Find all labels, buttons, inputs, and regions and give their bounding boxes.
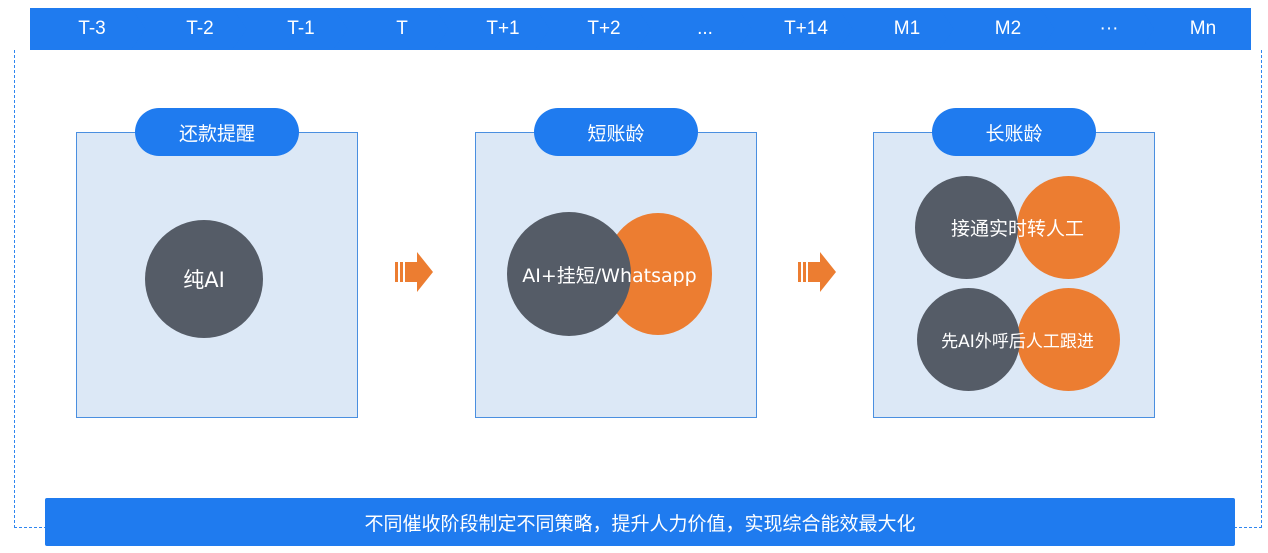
timeline-step-m2: M2 xyxy=(939,8,1063,50)
timeline-step-ellipsis-1: ... xyxy=(636,8,760,50)
circle-label-ai-then-human: 先AI外呼后人工跟进 xyxy=(941,332,1094,352)
timeline-step-t-minus-2: T-2 xyxy=(131,8,255,50)
stage-title-reminder: 还款提醒 xyxy=(135,108,299,156)
circle-connect-live xyxy=(915,176,1018,279)
circle-human-followup xyxy=(1017,288,1120,391)
circle-label-connect-transfer: 接通实时转人工 xyxy=(950,218,1084,240)
timeline: T-3 T-2 T-1 T T+1 T+2 ... T+14 M1 M2 ···… xyxy=(0,0,1268,52)
circle-pure-ai xyxy=(145,220,263,338)
circle-label-ai-short-whatsapp: AI+挂短/Whatsapp xyxy=(522,264,697,287)
timeline-step-m1: M1 xyxy=(838,8,962,50)
timeline-step-ellipsis-2: ··· xyxy=(1040,8,1164,50)
timeline-step-t-plus-2: T+2 xyxy=(535,8,659,50)
timeline-step-t-plus-14: T+14 xyxy=(737,8,861,50)
timeline-step-mn: Mn xyxy=(1141,8,1251,50)
timeline-step-t: T xyxy=(333,8,457,50)
arrow-right-icon xyxy=(798,252,836,292)
circle-label-pure-ai: 纯AI xyxy=(183,268,225,292)
stage-title-long-aging: 长账龄 xyxy=(932,108,1096,156)
circle-ai-short xyxy=(507,212,631,336)
strategy-banner: 不同催收阶段制定不同策略，提升人力价值，实现综合能效最大化 xyxy=(45,498,1235,546)
timeline-step-t-minus-1: T-1 xyxy=(232,8,356,50)
timeline-step-t-plus-1: T+1 xyxy=(434,8,558,50)
circle-ai-outbound xyxy=(917,288,1020,391)
arrow-right-icon xyxy=(395,252,433,292)
timeline-step-t-minus-3: T-3 xyxy=(30,8,154,50)
circle-transfer-human xyxy=(1017,176,1120,279)
stage-title-short-aging: 短账龄 xyxy=(534,108,698,156)
